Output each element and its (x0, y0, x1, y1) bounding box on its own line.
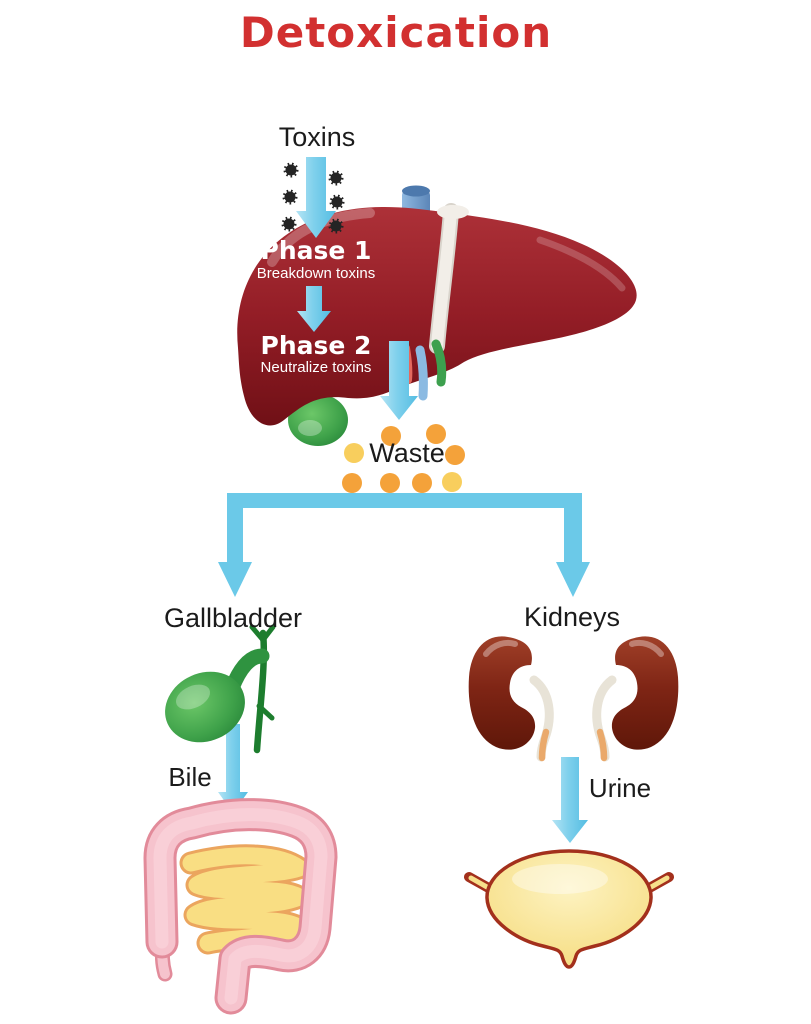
page-title: Detoxication (239, 8, 553, 57)
gallbladder-peek (288, 394, 348, 446)
liver-illustration (237, 185, 637, 446)
gallbladder-illustration (165, 624, 276, 754)
gallbladder-label: Gallbladder (163, 603, 303, 633)
urine-label: Urine (588, 773, 652, 803)
toxin-particles (281, 162, 345, 234)
waste-branch-connector (218, 493, 590, 597)
toxins-to-liver-arrow (296, 157, 336, 238)
phase2-title: Phase 2 (260, 331, 372, 360)
phase1-to-phase2-arrow (297, 286, 331, 332)
bladder-body (485, 849, 653, 969)
waste-particles (342, 424, 465, 493)
urinary-bladder-illustration (464, 849, 674, 969)
phase1-subtitle: Breakdown toxins (256, 265, 376, 282)
large-intestine-illustration (143, 798, 338, 1015)
bile-label: Bile (168, 762, 212, 792)
kidneys-label: Kidneys (523, 602, 621, 632)
phase2-subtitle: Neutralize toxins (260, 359, 372, 376)
kidneys-illustration (468, 636, 679, 762)
left-kidney (468, 636, 536, 750)
urine-arrow (552, 757, 588, 843)
liver-to-waste-arrow (380, 341, 418, 420)
right-kidney (611, 636, 679, 750)
bile-arrow (218, 724, 248, 813)
waste-label: Waste (369, 438, 445, 468)
small-intestine (182, 847, 308, 952)
toxins-label: Toxins (278, 122, 356, 152)
flow-arrows (218, 157, 590, 843)
phase1-title: Phase 1 (260, 236, 372, 265)
